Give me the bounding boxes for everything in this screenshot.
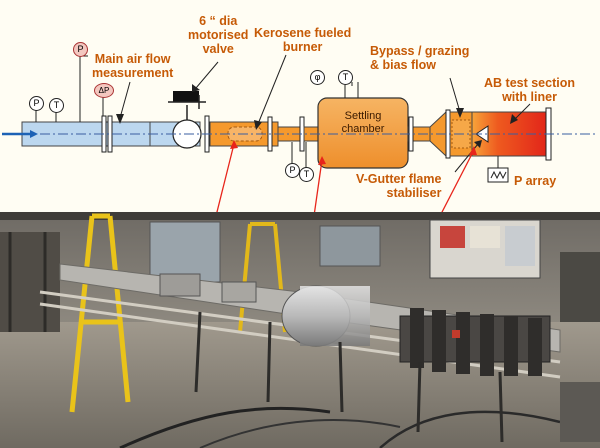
schematic-diagram: P T P ΔP P T φ T Settling chamber Main a… bbox=[0, 0, 600, 217]
valve-line-1: 6 “ dia bbox=[199, 14, 238, 28]
test-section-photo bbox=[399, 315, 551, 363]
main-air-flow-label: Main air flow measurement bbox=[92, 52, 173, 80]
burner-line-1: Kerosene fueled bbox=[254, 26, 352, 40]
fuel-gauge: φ bbox=[310, 70, 325, 85]
pressure-gauge-flow: P bbox=[73, 42, 88, 57]
temperature-gauge-inlet: T bbox=[49, 98, 64, 113]
main-air-line-1: Main air flow bbox=[94, 52, 171, 66]
valve-actuator bbox=[173, 91, 199, 102]
valve-label: 6 “ dia motorised valve bbox=[188, 14, 248, 56]
facility-photo-drawing bbox=[0, 212, 600, 448]
pressure-gauge-inlet: P bbox=[29, 96, 44, 111]
vgutter-line-1: V-Gutter flame bbox=[356, 172, 442, 186]
bypass-label: Bypass / grazing & bias flow bbox=[370, 44, 469, 72]
yellow-gantry bbox=[69, 213, 131, 413]
vgutter-label: V-Gutter flame stabiliser bbox=[356, 172, 441, 200]
burner-label: Kerosene fueled burner bbox=[254, 26, 351, 54]
valve-line-2: motorised bbox=[188, 28, 249, 42]
burner-line-2: burner bbox=[282, 40, 323, 54]
differential-pressure-gauge: ΔP bbox=[94, 83, 114, 98]
link-burner bbox=[215, 143, 235, 217]
bypass-line-1: Bypass / grazing bbox=[370, 44, 470, 58]
temperature-gauge-chamber: T bbox=[338, 70, 353, 85]
main-air-line-2: measurement bbox=[92, 66, 174, 80]
temperature-gauge-burner: T bbox=[299, 167, 314, 182]
settling-line-1: Settling bbox=[344, 110, 382, 122]
p-array-label: P array bbox=[514, 174, 557, 188]
link-chamber bbox=[313, 159, 323, 217]
bypass-line-2: & bias flow bbox=[370, 58, 436, 72]
vgutter-line-2: stabiliser bbox=[386, 186, 442, 200]
valve-line-3: valve bbox=[202, 42, 234, 56]
ab-line-1: AB test section bbox=[484, 76, 575, 90]
settling-chamber-label: Settling chamber bbox=[318, 110, 408, 136]
ab-test-section-label: AB test section with liner bbox=[484, 76, 575, 104]
link-test bbox=[439, 149, 475, 217]
pressure-gauge-burner: P bbox=[285, 163, 300, 178]
settling-line-2: chamber bbox=[341, 123, 385, 135]
ab-line-2: with liner bbox=[502, 90, 557, 104]
facility-photo bbox=[0, 212, 600, 448]
schematic-drawing bbox=[2, 54, 596, 217]
